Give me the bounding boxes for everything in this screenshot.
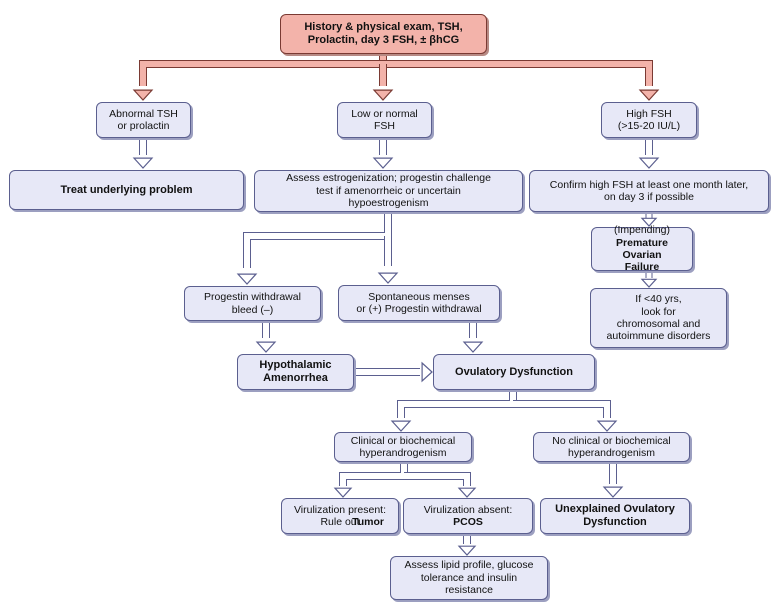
connector-line — [243, 212, 392, 268]
root-box: History & physical exam, TSH, Prolactin,… — [280, 14, 487, 54]
arrowhead — [372, 157, 394, 169]
progestin-bleed-negative-box: Progestin withdrawal bleed (–) — [184, 286, 321, 321]
connector-line-fill — [404, 473, 470, 486]
root-connectors — [132, 54, 660, 101]
arrowhead — [236, 273, 258, 285]
low-normal-fsh-box: Low or normal FSH — [337, 102, 432, 138]
arrowhead — [457, 487, 477, 498]
connector-line-fill — [340, 462, 407, 486]
high-fsh-box: High FSH (>15-20 IU/L) — [601, 102, 697, 138]
no-hyperandrogenism-box: No clinical or biochemical hyperandrogen… — [533, 432, 690, 462]
arrowhead — [457, 545, 477, 556]
connector-line-fill — [398, 390, 516, 418]
arrowhead — [638, 157, 660, 169]
arrowhead — [602, 486, 624, 498]
unexplained-ovulatory-dysfunction-box: Unexplained Ovulatory Dysfunction — [540, 498, 690, 534]
arrowhead — [421, 361, 433, 383]
hypothalamic-amenorrhea-box: Hypothalamic Amenorrhea — [237, 354, 354, 390]
ovulatory-dysfunction-box: Ovulatory Dysfunction — [433, 354, 595, 390]
under-40-box: If <40 yrs, look for chromosomal and aut… — [590, 288, 727, 348]
arrowhead — [462, 341, 484, 353]
pcos-label: PCOS — [453, 516, 483, 528]
connector-line-fill — [244, 212, 391, 268]
treat-underlying-box: Treat underlying problem — [9, 170, 244, 210]
arrowhead — [638, 89, 660, 101]
arrowhead — [372, 89, 394, 101]
arrowhead — [132, 157, 154, 169]
assess-lipid-box: Assess lipid profile, glucose tolerance … — [390, 556, 548, 600]
arrowhead — [596, 420, 618, 432]
connector-line-fill — [140, 61, 652, 86]
arrowhead — [132, 89, 154, 101]
assess-estrogenization-box: Assess estrogenization; progestin challe… — [254, 170, 523, 212]
arrowhead — [255, 341, 277, 353]
arrowhead — [390, 420, 412, 432]
pof-label: Premature Ovarian Failure — [616, 236, 668, 274]
connector-line-fill — [513, 401, 610, 418]
connector-line — [139, 60, 653, 86]
abnormal-tsh-box: Abnormal TSH or prolactin — [96, 102, 191, 138]
confirm-high-fsh-box: Confirm high FSH at least one month late… — [529, 170, 769, 212]
flow-connectors — [132, 138, 660, 556]
virilization-absent-box: Virulization absent: PCOS — [403, 498, 533, 534]
arrowhead — [640, 278, 658, 288]
arrowhead — [640, 217, 658, 227]
premature-ovarian-failure-box: (Impending) Premature Ovarian Failure — [591, 224, 693, 274]
virilization-present-text: Virulization present: Rule out — [293, 503, 387, 528]
arrowhead — [377, 272, 399, 284]
virilization-present-box: Virulization present: Rule out Tumor — [281, 498, 399, 534]
arrowhead — [333, 487, 353, 498]
clinical-hyperandrogenism-box: Clinical or biochemical hyperandrogenism — [334, 432, 472, 462]
pof-prefix: (Impending) — [613, 224, 671, 237]
spontaneous-menses-box: Spontaneous menses or (+) Progestin with… — [338, 285, 500, 321]
virilization-absent-text: Virulization absent: — [423, 503, 513, 516]
tumor-label: Tumor — [352, 515, 384, 528]
